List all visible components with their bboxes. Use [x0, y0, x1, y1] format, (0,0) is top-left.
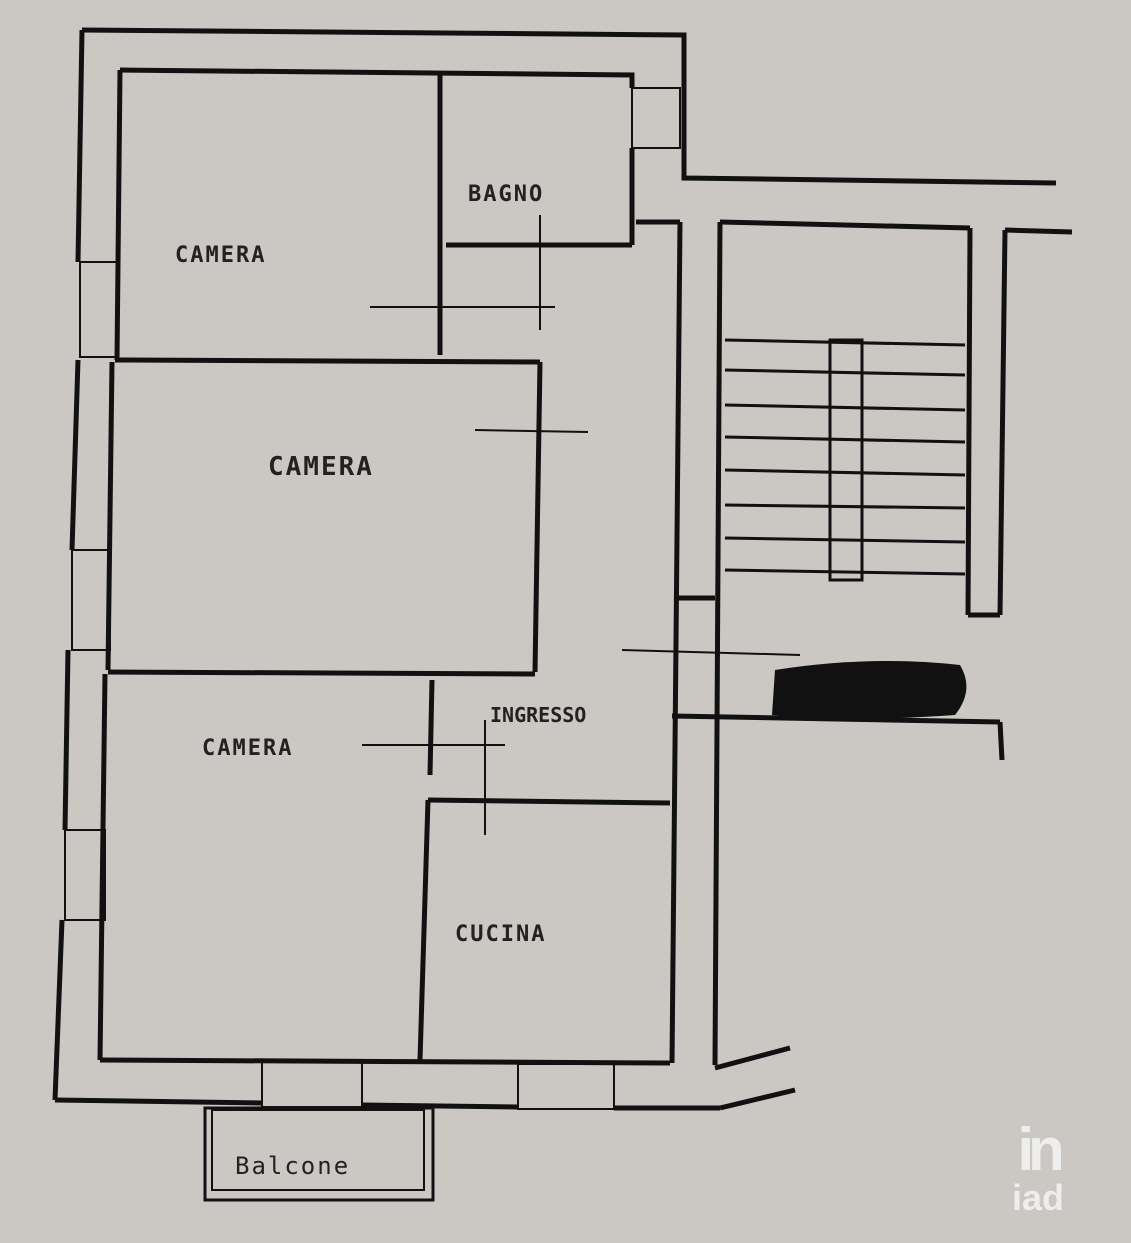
stairs — [724, 338, 966, 582]
redacted-mark — [772, 661, 967, 719]
dimension-lines — [362, 215, 801, 835]
room-label-cucina: CUCINA — [455, 922, 547, 947]
balcony — [203, 1106, 435, 1202]
interior-walls — [97, 75, 671, 1061]
iad-logo-mark: in — [1017, 1116, 1064, 1183]
room-label-balcone: Balcone — [235, 1152, 351, 1180]
outer-walls — [52, 27, 1073, 1111]
iad-logo: in iad — [1012, 1116, 1065, 1218]
room-label-camera-middle: CAMERA — [268, 452, 374, 482]
room-label-ingresso: INGRESSO — [490, 703, 587, 727]
room-label-bagno: BAGNO — [468, 182, 545, 207]
windows — [64, 87, 681, 1110]
iad-logo-text: iad — [1012, 1177, 1065, 1218]
room-label-camera-top: CAMERA — [175, 243, 267, 268]
room-label-camera-bottom: CAMERA — [202, 736, 294, 761]
